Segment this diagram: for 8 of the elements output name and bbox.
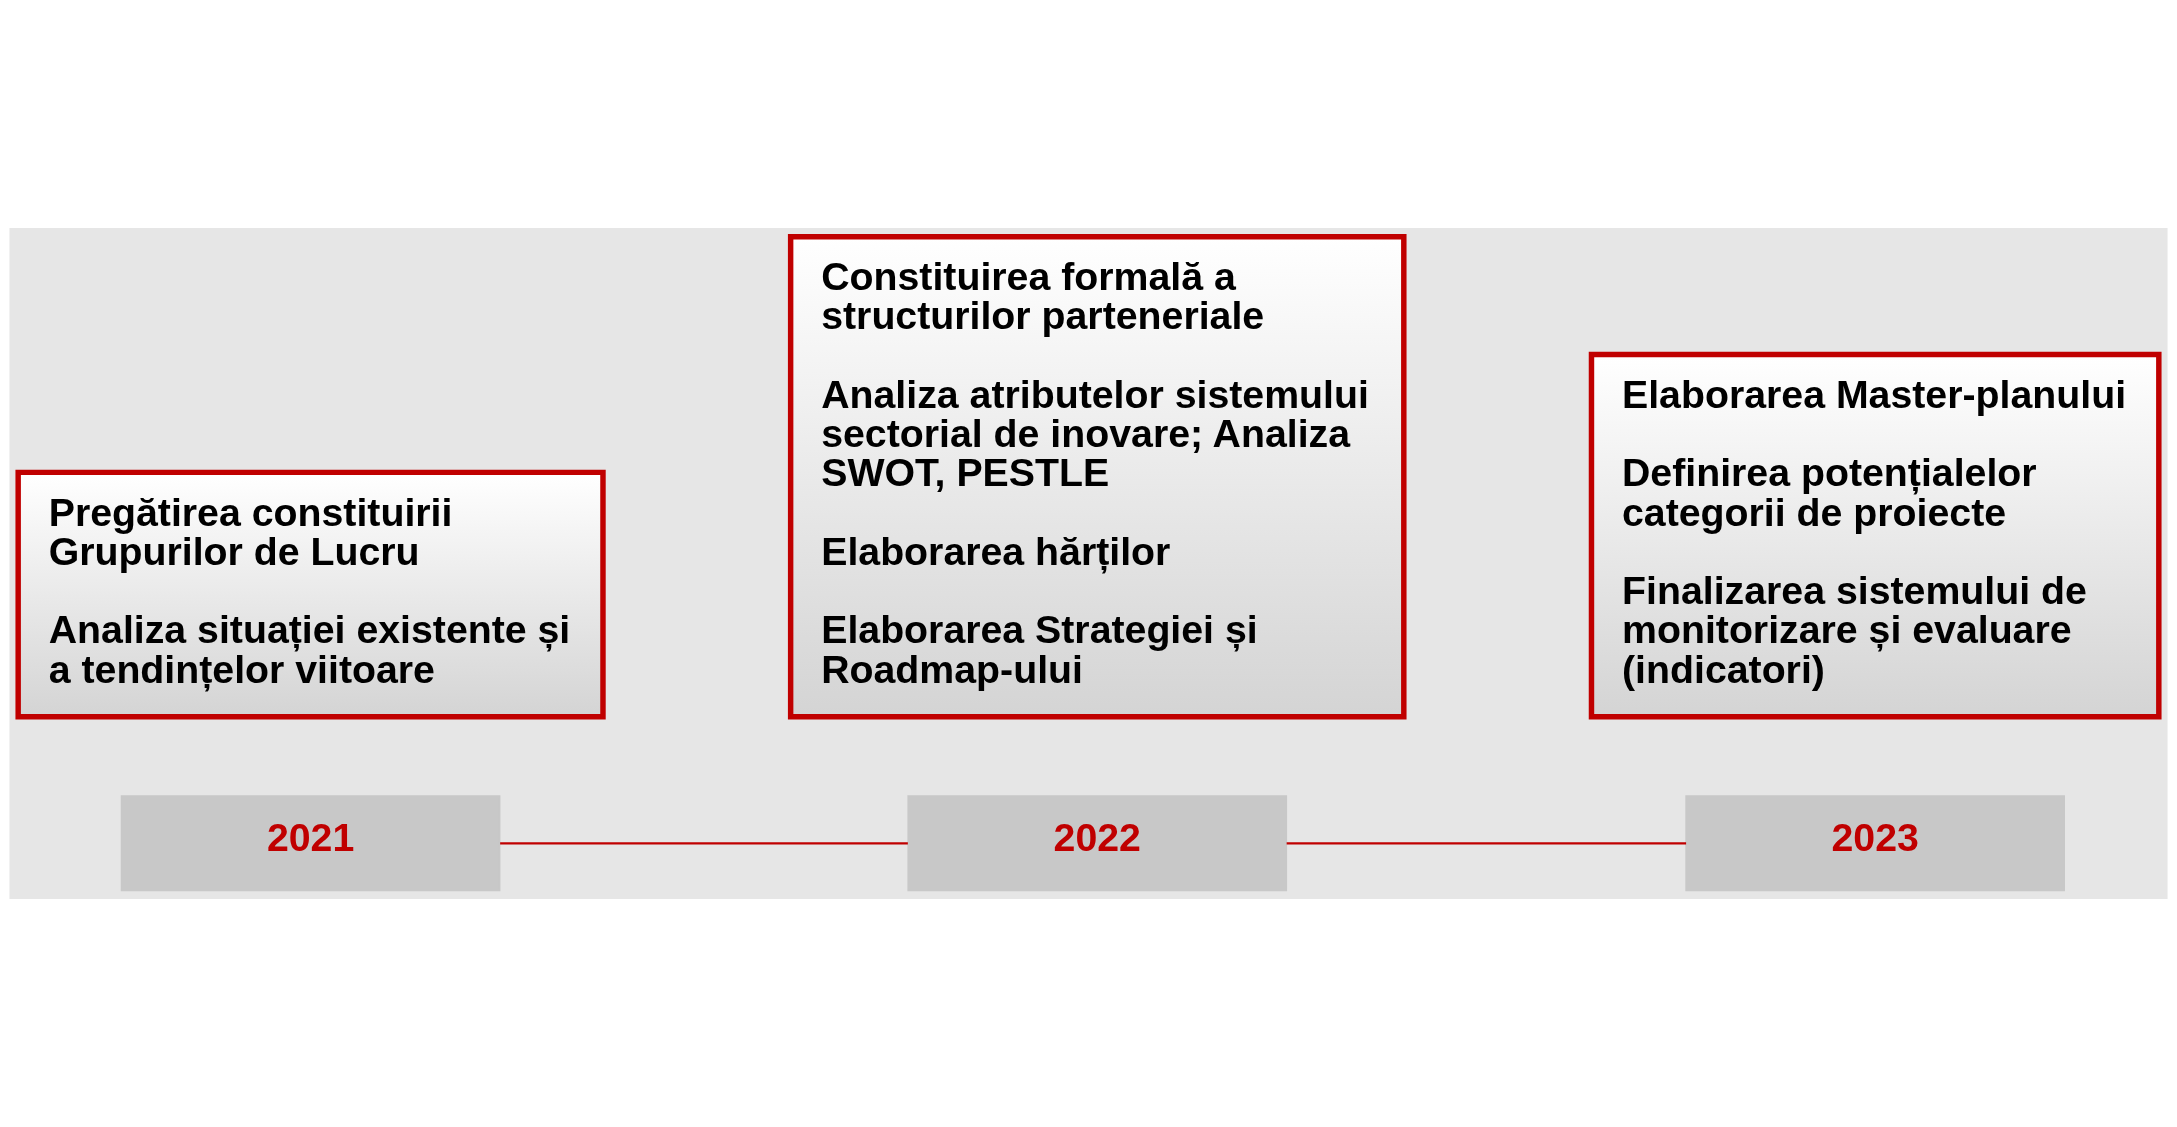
node-box: Elaborarea Master-planului Definirea potențialelor categorii de proiecte Finalizarea sistemului de monitorizare și evaluare (indicatori): [1588, 351, 2162, 720]
connector: [500, 842, 908, 845]
node-box: Constituirea formală a structurilor parteneriale Analiza atributelor sistemului sectorial de inovare; Analiza SWOT, PESTLE Elaborarea hărților Elaborarea Strategiei și Roadmap-ului: [787, 234, 1407, 720]
node-box: 2022: [907, 795, 1288, 892]
node-box: 2021: [120, 795, 501, 892]
node-box: Pregătirea constituirii Grupurilor de Lucru Analiza situației existente și a tendințelor viitoare: [15, 469, 606, 720]
node-box: 2023: [1685, 795, 2065, 892]
connector: [1286, 842, 1687, 845]
